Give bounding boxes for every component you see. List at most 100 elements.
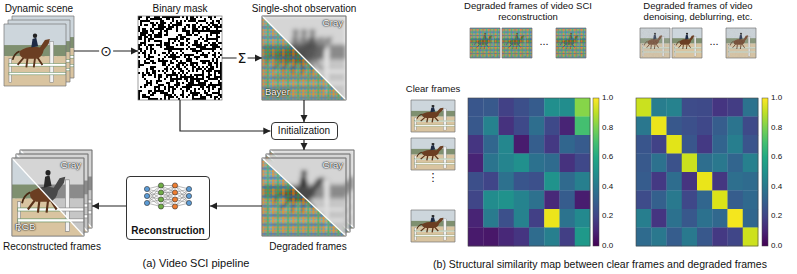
binary-mask-pattern — [200, 94, 202, 96]
binary-mask-pattern — [182, 92, 184, 94]
binary-mask-pattern — [146, 28, 148, 30]
binary-mask-pattern — [144, 82, 146, 84]
binary-mask-pattern — [176, 52, 178, 54]
binary-mask-pattern — [196, 30, 198, 32]
binary-mask-pattern — [202, 46, 204, 48]
binary-mask-pattern — [154, 70, 156, 72]
binary-mask-pattern — [168, 74, 170, 76]
binary-mask-pattern — [218, 20, 220, 22]
binary-mask-pattern — [164, 42, 166, 44]
binary-mask-pattern — [176, 62, 178, 64]
binary-mask-pattern — [204, 30, 206, 32]
binary-mask-pattern — [180, 84, 182, 86]
binary-mask-pattern — [218, 80, 220, 82]
binary-mask-pattern — [176, 22, 178, 24]
binary-mask-pattern — [150, 60, 152, 62]
binary-mask-pattern — [144, 68, 146, 70]
binary-mask-pattern — [150, 82, 152, 84]
binary-mask-pattern — [194, 46, 196, 48]
binary-mask-pattern — [188, 54, 190, 56]
binary-mask-pattern — [202, 76, 204, 78]
binary-mask-pattern — [176, 18, 178, 20]
binary-mask-pattern — [192, 92, 194, 94]
binary-mask-pattern — [172, 60, 174, 62]
binary-mask-pattern — [202, 48, 204, 50]
binary-mask-pattern — [174, 90, 176, 92]
binary-mask-pattern — [198, 66, 200, 68]
binary-mask-pattern — [180, 52, 182, 54]
photo-frame — [262, 16, 346, 100]
binary-mask-pattern — [178, 34, 180, 36]
binary-mask-pattern — [160, 86, 162, 88]
binary-mask-pattern — [204, 18, 206, 20]
binary-mask-pattern — [182, 68, 184, 70]
binary-mask-pattern — [156, 20, 158, 22]
binary-mask-pattern — [186, 80, 188, 82]
binary-mask-pattern — [192, 86, 194, 88]
binary-mask-pattern — [168, 18, 170, 20]
binary-mask-pattern — [186, 50, 188, 52]
binary-mask-pattern — [184, 84, 186, 86]
binary-mask-pattern — [190, 48, 192, 50]
binary-mask-pattern — [142, 90, 144, 92]
binary-mask-pattern — [190, 82, 192, 84]
binary-mask-pattern — [212, 70, 214, 72]
binary-mask-pattern — [202, 96, 204, 98]
binary-mask-pattern — [140, 50, 142, 52]
binary-mask-pattern — [166, 78, 168, 80]
binary-mask-pattern — [210, 32, 212, 34]
binary-mask-pattern — [212, 92, 214, 94]
binary-mask-pattern — [210, 62, 212, 64]
binary-mask-pattern — [204, 28, 206, 30]
binary-mask-pattern — [200, 28, 202, 30]
binary-mask-pattern — [172, 44, 174, 46]
binary-mask-pattern — [180, 48, 182, 50]
binary-mask-pattern — [186, 88, 188, 90]
horse-figure — [293, 29, 299, 35]
binary-mask-pattern — [146, 62, 148, 64]
binary-mask-pattern — [180, 80, 182, 82]
binary-mask-pattern — [216, 40, 218, 42]
binary-mask-pattern — [184, 82, 186, 84]
binary-mask-pattern — [216, 46, 218, 48]
binary-mask-pattern — [210, 58, 212, 60]
binary-mask-pattern — [196, 50, 198, 52]
binary-mask-pattern — [182, 78, 184, 80]
binary-mask-pattern — [176, 26, 178, 28]
binary-mask-pattern — [192, 78, 194, 80]
binary-mask-pattern — [184, 56, 186, 58]
binary-mask-pattern — [180, 64, 182, 66]
binary-mask-pattern — [204, 58, 206, 60]
binary-mask-pattern — [142, 94, 144, 96]
binary-mask-pattern — [212, 68, 214, 70]
binary-mask-pattern — [214, 70, 216, 72]
binary-mask-pattern — [142, 40, 144, 42]
binary-mask-pattern — [196, 60, 198, 62]
binary-mask-pattern — [192, 40, 194, 42]
binary-mask-pattern — [176, 68, 178, 70]
binary-mask-pattern — [182, 80, 184, 82]
binary-mask-pattern — [156, 92, 158, 94]
binary-mask-pattern — [190, 58, 192, 60]
binary-mask-pattern — [208, 88, 210, 90]
binary-mask-pattern — [184, 36, 186, 38]
binary-mask-pattern — [194, 80, 196, 82]
binary-mask-pattern — [142, 26, 144, 28]
binary-mask-pattern — [206, 84, 208, 86]
binary-mask-pattern — [182, 96, 184, 98]
binary-mask-pattern — [200, 62, 202, 64]
binary-mask-pattern — [176, 82, 178, 84]
binary-mask-pattern — [164, 54, 166, 56]
binary-mask-pattern — [168, 40, 170, 42]
binary-mask-pattern — [140, 26, 142, 28]
binary-mask-pattern — [212, 44, 214, 46]
binary-mask-pattern — [202, 80, 204, 82]
binary-mask-pattern — [200, 44, 202, 46]
binary-mask-pattern — [148, 30, 150, 32]
binary-mask-pattern — [164, 82, 166, 84]
binary-mask-pattern — [192, 22, 194, 24]
binary-mask-pattern — [152, 42, 154, 44]
binary-mask-pattern — [158, 18, 160, 20]
binary-mask-pattern — [218, 26, 220, 28]
binary-mask-pattern — [206, 18, 208, 20]
